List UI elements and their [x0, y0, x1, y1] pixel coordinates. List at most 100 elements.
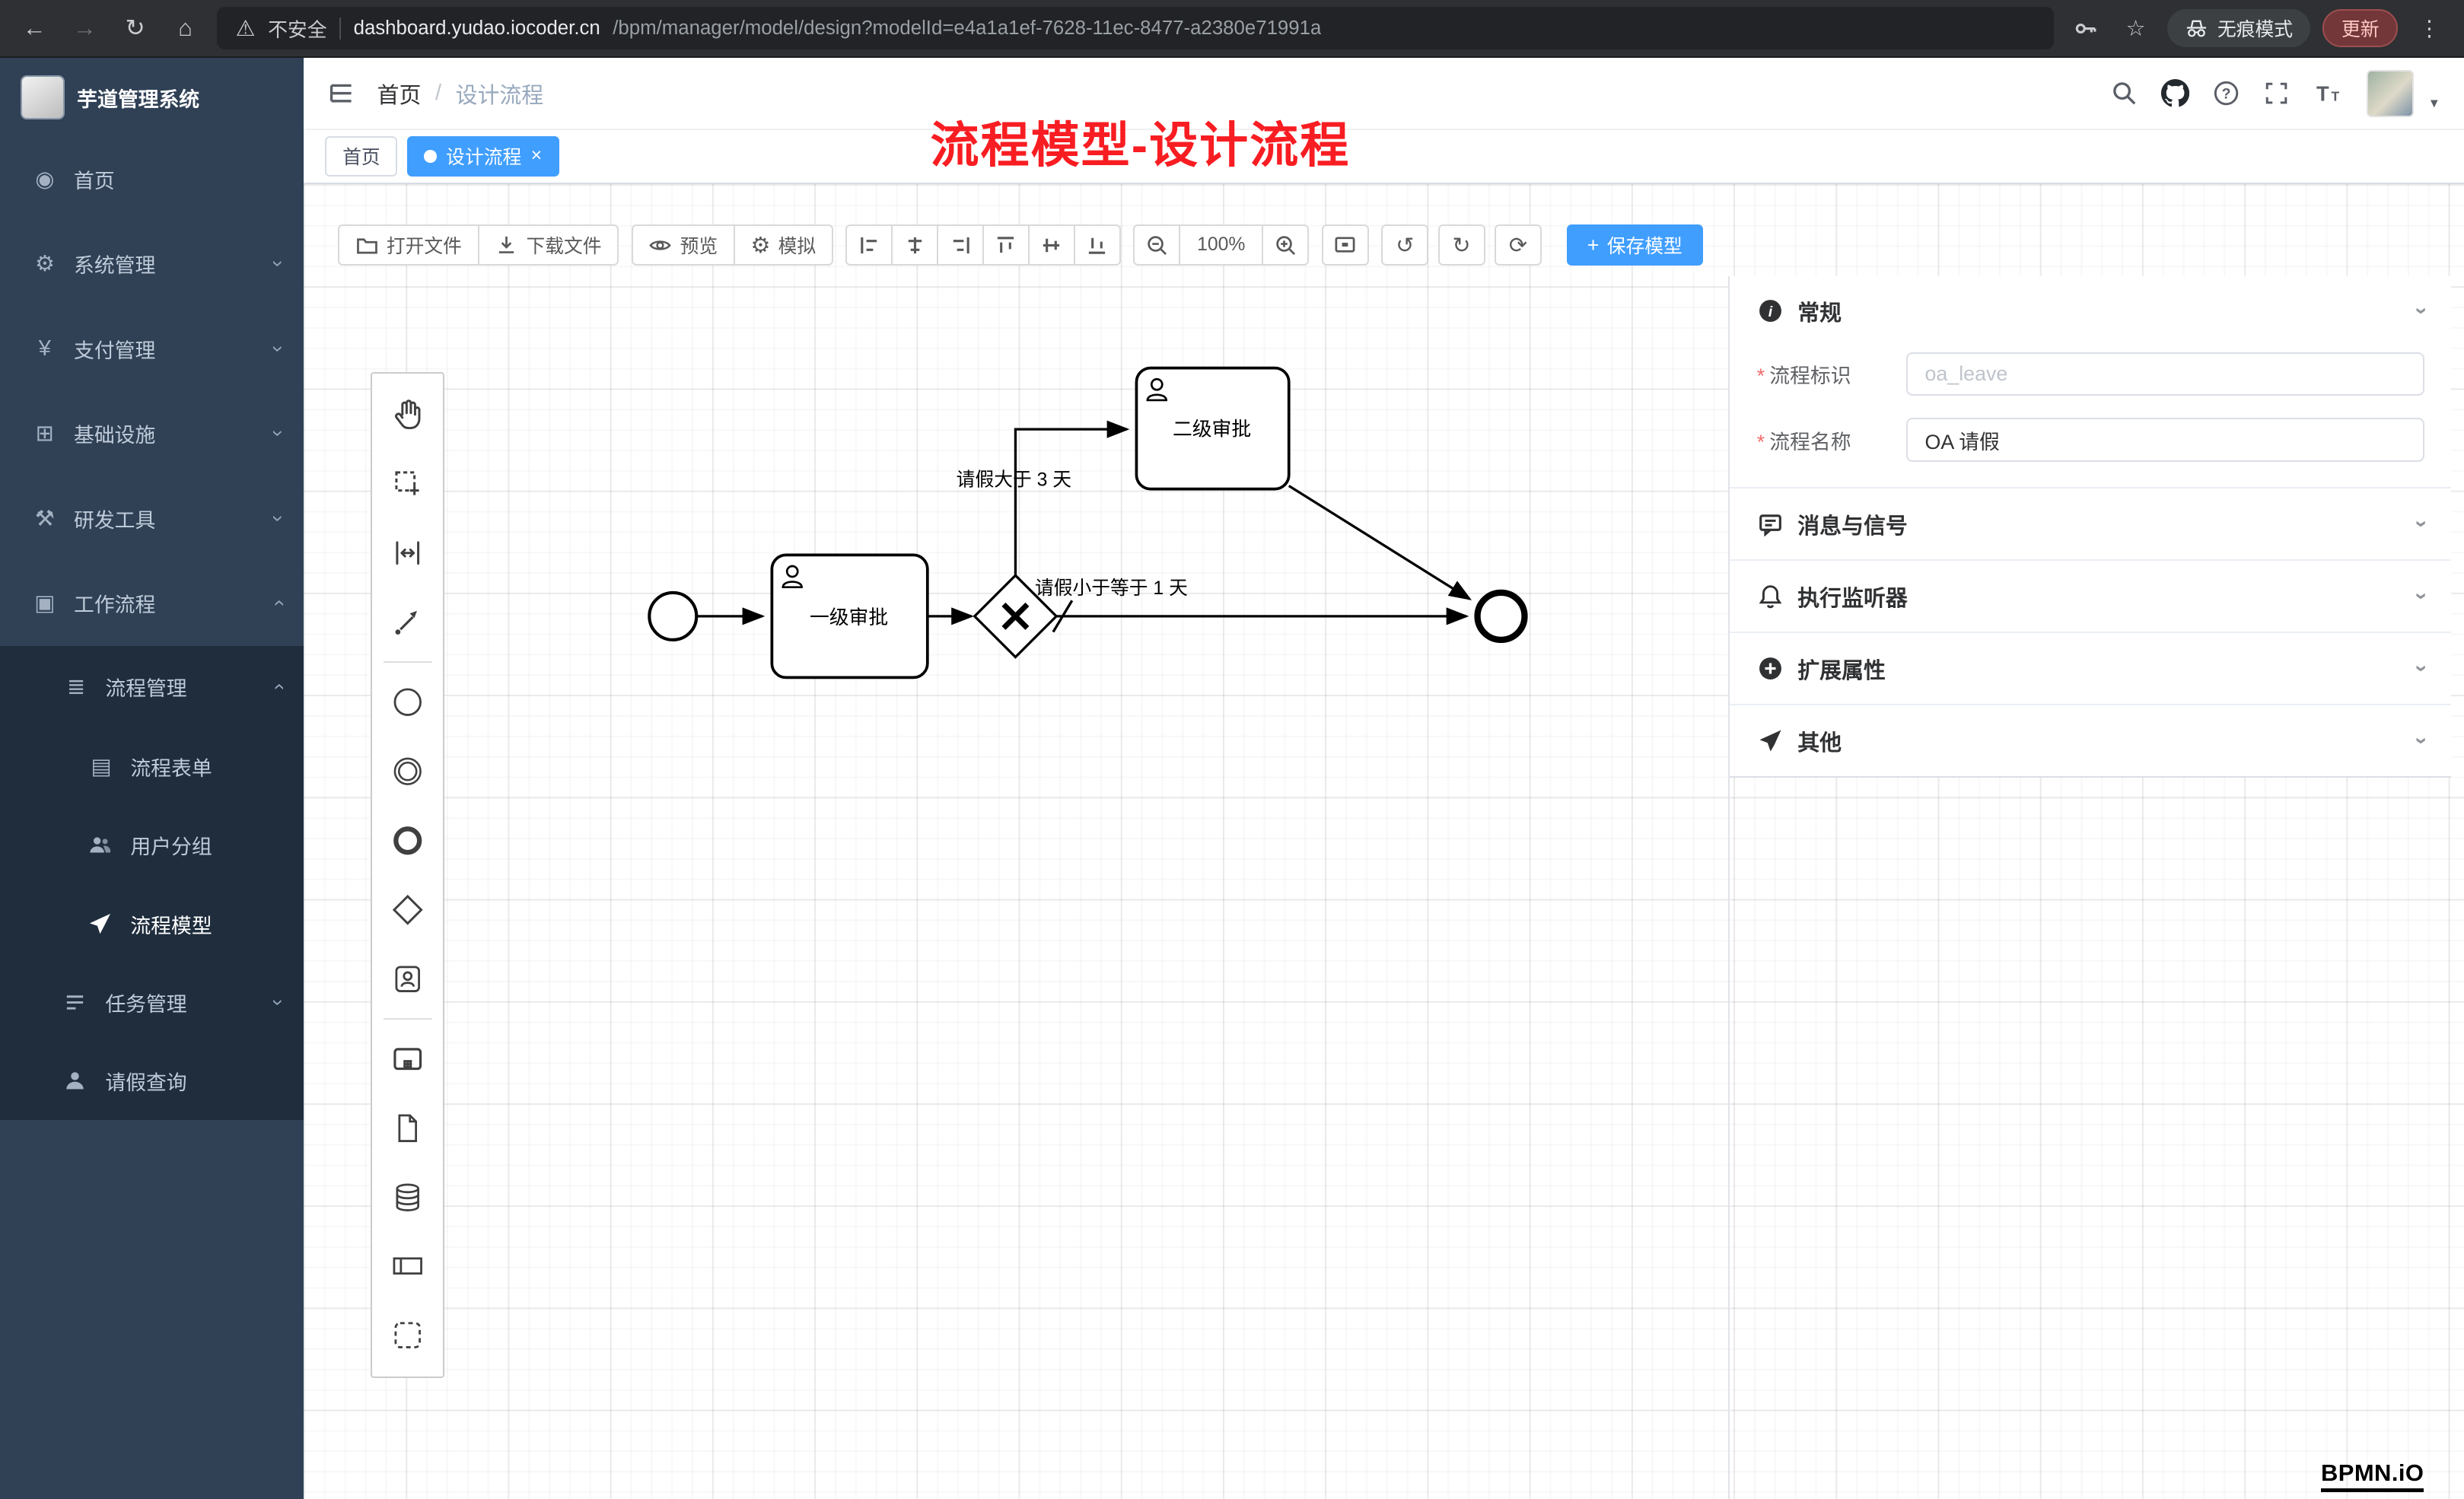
app-logo[interactable]: 芋道管理系统: [0, 58, 304, 136]
button-label: 模拟: [778, 237, 817, 258]
eye-icon: [649, 240, 671, 250]
simulate-button[interactable]: ⚙ 模拟: [733, 224, 833, 266]
align-bottom-button[interactable]: [1073, 224, 1121, 266]
sidebar-item-process-model[interactable]: 流程模型: [0, 885, 304, 963]
process-name-input[interactable]: [1905, 418, 2425, 463]
bookmark-button[interactable]: ☆: [2117, 9, 2155, 47]
create-data-store[interactable]: [376, 1163, 441, 1232]
zoom-in-button[interactable]: [1262, 224, 1310, 266]
update-chrome-button[interactable]: 更新: [2322, 9, 2399, 47]
app-title: 芋道管理系统: [77, 88, 200, 111]
sidebar-item-dev-tools[interactable]: ⚒ 研发工具 ›: [0, 476, 304, 562]
section-general[interactable]: i 常规 ›: [1730, 276, 2451, 345]
end-event[interactable]: [1473, 589, 1528, 643]
bpmn-io-logo[interactable]: BPMN.iO: [2320, 1459, 2424, 1493]
bpmn-canvas[interactable]: 打开文件 下载文件 预览 ⚙: [303, 183, 2464, 1499]
omnibox-divider: [339, 17, 342, 40]
align-top-button[interactable]: [982, 224, 1030, 266]
back-button[interactable]: ←: [16, 9, 54, 47]
forward-button[interactable]: →: [66, 9, 104, 47]
bpmn-palette: [371, 372, 445, 1378]
create-call-activity[interactable]: [376, 1024, 441, 1093]
open-file-button[interactable]: 打开文件: [337, 224, 479, 266]
create-end-event[interactable]: [376, 806, 441, 875]
chevron-right-icon: ›: [2408, 737, 2434, 745]
github-link[interactable]: [2160, 79, 2189, 107]
dashboard-icon: ◉: [35, 167, 55, 192]
flow-gateway-to-task2[interactable]: [1014, 420, 1129, 577]
url-path: /bpm/manager/model/design?modelId=e4a1a1…: [613, 17, 1322, 39]
sidebar-item-leave-query[interactable]: 请假查询: [0, 1042, 304, 1120]
undo-button[interactable]: ↺: [1381, 224, 1429, 266]
search-button[interactable]: [2111, 80, 2138, 107]
sidebar-item-user-group[interactable]: 用户分组: [0, 806, 304, 884]
user-task-level1[interactable]: 一级审批: [770, 553, 929, 679]
home-button[interactable]: ⌂: [167, 9, 205, 47]
condition-label-gt3[interactable]: 请假大于 3 天: [956, 469, 1071, 490]
zoom-out-button[interactable]: [1133, 224, 1181, 266]
sidebar-item-home[interactable]: ◉ 首页: [0, 137, 304, 222]
preview-button[interactable]: 预览: [631, 224, 735, 266]
create-group[interactable]: [376, 1301, 441, 1370]
create-intermediate-event[interactable]: [376, 737, 441, 806]
address-bar[interactable]: ⚠ 不安全 dashboard.yudao.iocoder.cn /bpm/ma…: [216, 7, 2055, 50]
folder-icon: [356, 238, 377, 254]
sidebar-item-label: 用户分组: [130, 835, 212, 859]
section-execution-listener[interactable]: 执行监听器 ›: [1730, 559, 2452, 632]
browser-menu-button[interactable]: ⋮: [2411, 9, 2449, 47]
section-message-signal[interactable]: 消息与信号 ›: [1730, 487, 2452, 559]
align-horizontal-center-button[interactable]: [891, 224, 939, 266]
condition-label-le1[interactable]: 请假小于等于 1 天: [1034, 578, 1187, 599]
create-start-event[interactable]: [376, 667, 441, 737]
fit-viewport-icon: [1335, 237, 1355, 253]
sidebar-item-process-management[interactable]: ≣ 流程管理 ›: [0, 646, 304, 727]
sidebar-item-process-form[interactable]: ▤ 流程表单: [0, 727, 304, 806]
space-tool[interactable]: [376, 518, 441, 587]
sidebar-item-workflow[interactable]: ▣ 工作流程 ›: [0, 561, 304, 646]
align-horizontal-center-icon: [908, 237, 922, 253]
align-vertical-center-button[interactable]: [1027, 224, 1075, 266]
align-left-button[interactable]: [845, 224, 893, 266]
home-icon: ⌂: [178, 14, 193, 42]
breadcrumb-home[interactable]: 首页: [377, 83, 422, 108]
tab-home[interactable]: 首页: [325, 135, 398, 177]
sidebar-collapse-button[interactable]: [327, 79, 355, 107]
user-avatar[interactable]: [2367, 69, 2414, 117]
user-task-level2[interactable]: 二级审批: [1135, 366, 1291, 491]
reload-button[interactable]: ↻: [116, 9, 154, 47]
password-key-button[interactable]: [2067, 9, 2105, 47]
hand-tool[interactable]: [376, 380, 441, 450]
svg-text:T: T: [2316, 82, 2329, 106]
save-model-button[interactable]: + 保存模型: [1566, 224, 1703, 266]
align-vertical-center-icon: [1043, 238, 1060, 252]
create-participant[interactable]: [376, 1232, 441, 1301]
github-icon: [2160, 79, 2189, 107]
start-event[interactable]: [647, 590, 698, 641]
sidebar-item-label: 支付管理: [74, 339, 156, 362]
sidebar-item-payment[interactable]: ¥ 支付管理 ›: [0, 307, 304, 392]
close-icon[interactable]: ×: [530, 145, 543, 167]
align-right-button[interactable]: [937, 224, 984, 266]
section-other[interactable]: 其他 ›: [1730, 704, 2452, 776]
flow-task2-to-end[interactable]: [1288, 484, 1472, 600]
create-user-task[interactable]: [376, 944, 441, 1014]
docs-help-button[interactable]: ?: [2213, 80, 2240, 107]
restart-button[interactable]: ⟳: [1494, 224, 1542, 266]
fullscreen-button[interactable]: [2263, 80, 2290, 107]
redo-button[interactable]: ↻: [1437, 224, 1485, 266]
tab-design-process[interactable]: 设计流程 ×: [406, 135, 559, 177]
sidebar-item-system[interactable]: ⚙ 系统管理 ›: [0, 221, 304, 307]
exclusive-gateway[interactable]: [972, 573, 1059, 659]
section-extended-properties[interactable]: 扩展属性 ›: [1730, 632, 2452, 704]
create-data-object[interactable]: [376, 1093, 441, 1163]
create-exclusive-gateway[interactable]: [376, 875, 441, 944]
sidebar-item-task-management[interactable]: 任务管理 ›: [0, 963, 304, 1042]
sidebar-item-infrastructure[interactable]: ⊞ 基础设施 ›: [0, 391, 304, 476]
process-key-input[interactable]: [1905, 352, 2425, 396]
global-connect-tool[interactable]: [376, 587, 441, 657]
fit-viewport-button[interactable]: [1321, 224, 1369, 266]
lasso-tool[interactable]: [376, 449, 441, 518]
download-file-button[interactable]: 下载文件: [477, 224, 619, 266]
